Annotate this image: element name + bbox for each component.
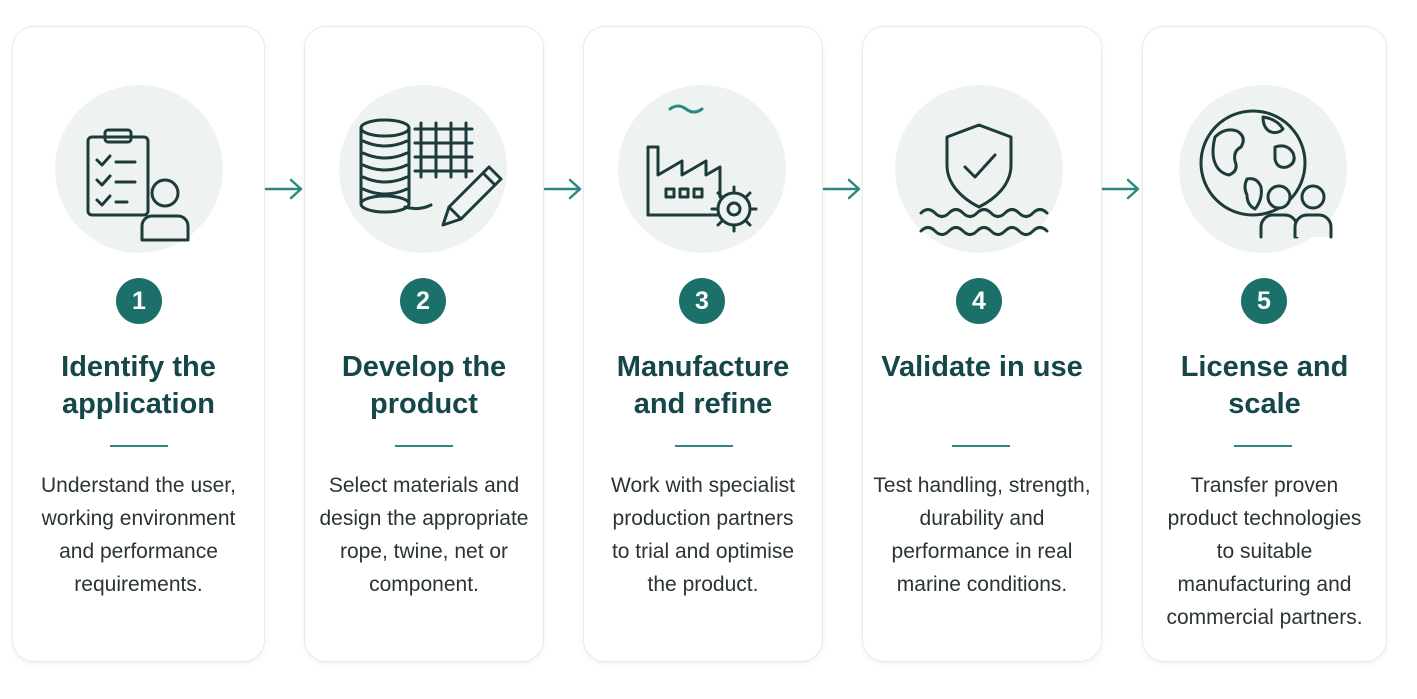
arrow-right-icon: [822, 178, 861, 200]
desc-line: design the appropriate: [319, 507, 529, 530]
desc-line: production partners: [612, 507, 794, 530]
step-title-line: Manufacture: [616, 351, 790, 383]
step-card-3: 3 Manufacture and refine Work with speci…: [583, 26, 823, 662]
desc-line: durability and: [919, 507, 1045, 530]
step-title-line: and refine: [633, 388, 773, 420]
step-description: Transfer proven product technologies to …: [1143, 469, 1386, 634]
desc-line: and performance: [59, 540, 218, 563]
desc-line: requirements.: [74, 573, 203, 596]
desc-line: Select materials and: [328, 474, 520, 497]
desc-line: working environment: [41, 507, 236, 530]
step-number-badge: 2: [400, 278, 446, 324]
step-card-5: 5 License and scale Transfer proven prod…: [1142, 26, 1387, 662]
globe-people-icon: [1199, 109, 1333, 239]
arrow-right-icon: [543, 178, 582, 200]
step-title: Identify the application: [13, 349, 264, 423]
step-card-4: 4 Validate in use Test handling, strengt…: [862, 26, 1102, 662]
step-title: Develop the product: [305, 349, 543, 423]
icon-circle-3: [618, 85, 786, 253]
desc-line: marine conditions.: [896, 573, 1068, 596]
desc-line: Understand the user,: [41, 474, 236, 497]
step-number-badge: 4: [956, 278, 1002, 324]
divider: [952, 445, 1010, 447]
desc-line: manufacturing and: [1177, 573, 1352, 596]
step-card-1: 1 Identify the application Understand th…: [12, 26, 265, 662]
step-number-badge: 5: [1241, 278, 1287, 324]
step-title-line: product: [370, 388, 478, 420]
step-title-line: Validate in use: [881, 351, 1083, 383]
arrow-right-icon: [264, 178, 303, 200]
divider: [110, 445, 168, 447]
icon-circle-1: [55, 85, 223, 253]
step-description: Select materials and design the appropri…: [305, 469, 543, 601]
step-title-line: application: [61, 388, 216, 420]
step-description: Work with specialist production partners…: [584, 469, 822, 601]
rope-spool-net-pencil-icon: [359, 118, 503, 227]
desc-line: Work with specialist: [611, 474, 795, 497]
desc-line: to trial and optimise: [611, 540, 795, 563]
step-description: Test handling, strength, durability and …: [863, 469, 1101, 601]
shield-check-waves-icon: [919, 123, 1049, 236]
factory-gear-icon: [646, 104, 758, 233]
icon-circle-4: [895, 85, 1063, 253]
desc-line: commercial partners.: [1166, 606, 1363, 629]
icon-circle-5: [1179, 85, 1347, 253]
step-description: Understand the user, working environment…: [13, 469, 264, 601]
step-title-line: Develop the: [341, 351, 507, 383]
desc-line: Test handling, strength,: [873, 474, 1091, 497]
desc-line: product technologies: [1167, 507, 1362, 530]
desc-line: rope, twine, net or: [339, 540, 509, 563]
arrow-right-icon: [1101, 178, 1140, 200]
desc-line: component.: [369, 573, 479, 596]
divider: [395, 445, 453, 447]
divider: [1234, 445, 1292, 447]
step-title-line: Identify the: [61, 351, 216, 383]
icon-circle-2: [339, 85, 507, 253]
step-title: Manufacture and refine: [584, 349, 822, 423]
desc-line: performance in real: [891, 540, 1073, 563]
desc-line: the product.: [647, 573, 759, 596]
step-title: Validate in use: [863, 349, 1101, 386]
step-title: License and scale: [1143, 349, 1386, 423]
desc-line: Transfer proven: [1190, 474, 1339, 497]
step-card-2: 2 Develop the product Select materials a…: [304, 26, 544, 662]
step-number-badge: 1: [116, 278, 162, 324]
step-number-badge: 3: [679, 278, 725, 324]
divider: [675, 445, 733, 447]
clipboard-user-icon: [86, 128, 190, 242]
step-title-line: License and scale: [1180, 351, 1349, 420]
desc-line: to suitable: [1216, 540, 1313, 563]
